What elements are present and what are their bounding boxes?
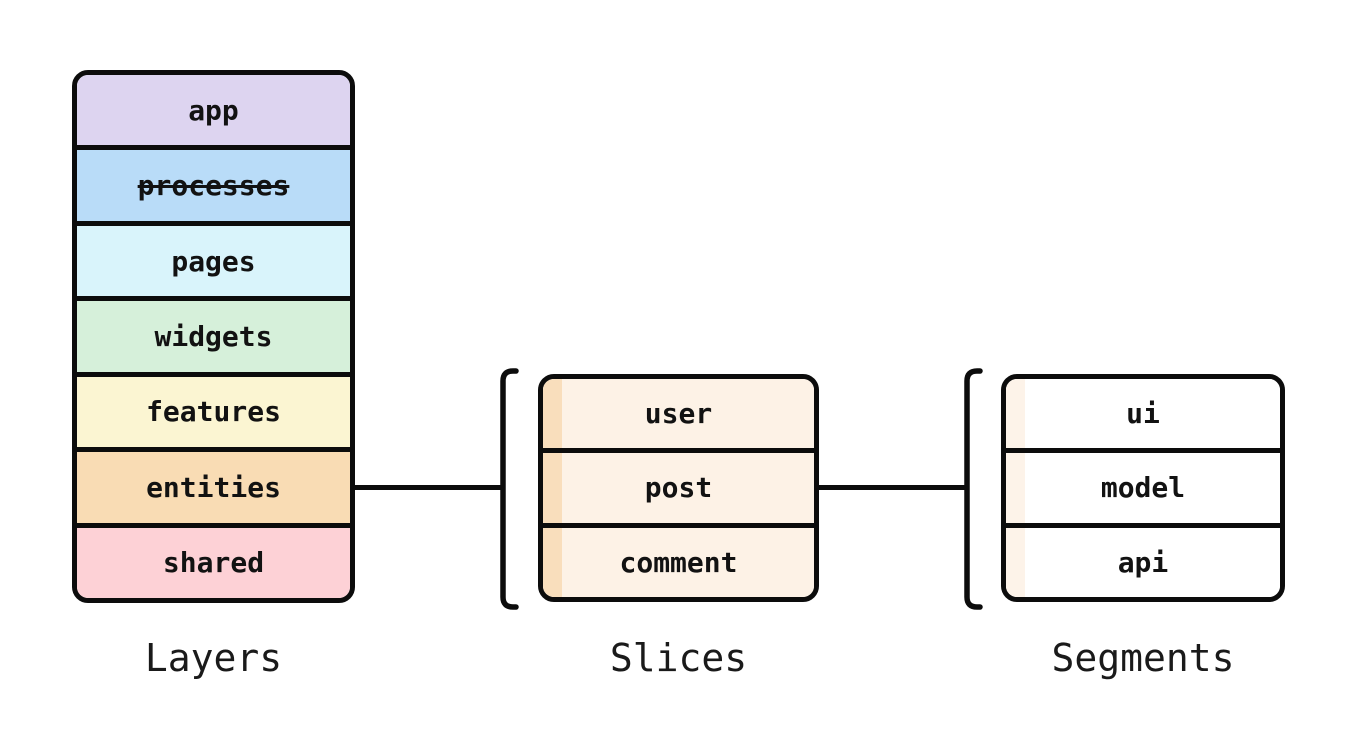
layers-caption: Layers [144,636,283,680]
slices-left-bracket-icon [500,368,519,610]
slice-label-user: user [644,397,713,431]
segment-row-stripe [1006,453,1025,523]
layer-row-pages: pages [77,220,350,297]
segment-row-stripe [1006,527,1025,597]
slice-row-stripe [543,379,562,449]
layer-row-features: features [77,371,350,448]
layer-label-entities: entities [146,470,281,504]
slice-row-stripe [543,527,562,597]
layer-label-app: app [188,93,239,127]
layer-label-widgets: widgets [154,319,273,353]
slice-row-user: user [543,379,814,449]
segment-label-ui: ui [1126,397,1160,431]
slice-row-comment: comment [543,522,814,597]
layer-row-processes: processes [77,145,350,221]
layer-row-widgets: widgets [77,296,350,372]
connector-layers-to-slices [352,485,504,490]
segments-caption: Segments [1051,636,1235,680]
slice-label-post: post [644,471,713,505]
layers-box: app processes pages widgets features ent… [72,70,355,603]
connector-slices-to-segments [816,485,968,490]
layer-label-shared: shared [162,546,265,580]
segments-box: ui model api [1001,374,1285,602]
layer-label-features: features [146,395,281,429]
segment-row-model: model [1006,448,1280,523]
layer-label-pages: pages [171,244,256,278]
slice-label-comment: comment [619,545,738,579]
segment-label-api: api [1117,545,1169,579]
layer-row-entities: entities [77,447,350,523]
segment-label-model: model [1100,471,1186,505]
segment-row-ui: ui [1006,379,1280,449]
layer-row-shared: shared [77,522,350,598]
layer-row-app: app [77,75,350,146]
segments-left-bracket-icon [964,368,983,610]
segment-row-stripe [1006,379,1025,449]
slice-row-stripe [543,453,562,523]
layer-label-processes-deprecated: processes [137,169,290,203]
segment-row-api: api [1006,522,1280,597]
slice-row-post: post [543,448,814,523]
slices-box: user post comment [538,374,819,602]
slices-caption: Slices [609,636,748,680]
